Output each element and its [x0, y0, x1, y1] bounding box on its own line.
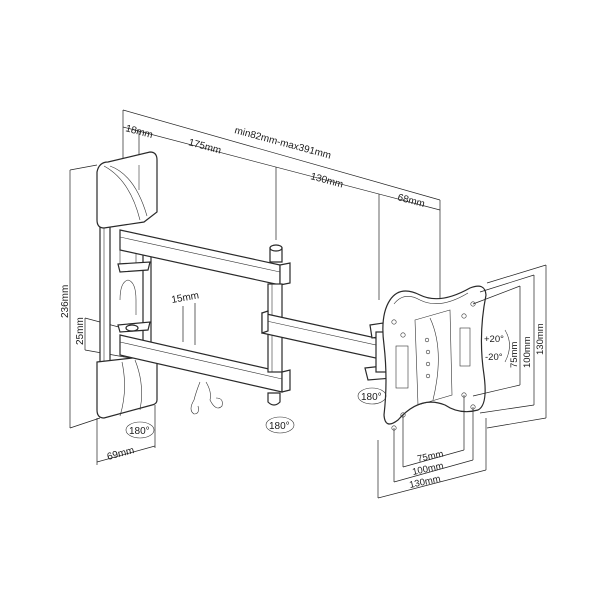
vesa-horizontal-dimensions	[377, 395, 487, 499]
vesa-plate	[382, 285, 487, 431]
tilt-arc-icon	[504, 329, 510, 363]
dim-wall-plate-height: 236mm	[60, 285, 71, 318]
dim-arm2-length: 130mm	[309, 171, 344, 190]
rotation-badge-head: 180°	[357, 387, 387, 405]
second-arm	[261, 310, 386, 361]
dim-wall-plate-width: 69mm	[106, 445, 136, 463]
bottom-left-dimension-lines	[96, 405, 156, 465]
rotation-elbow-label: 180°	[269, 421, 290, 432]
arm-thickness-callout	[182, 303, 196, 345]
dim-arm-thickness: 15mm	[171, 290, 200, 306]
dim-vesa-h-small: 75mm	[416, 449, 444, 465]
tilt-up-label: +20°	[484, 334, 504, 345]
dim-reach-range: min82mm-max391mm	[233, 125, 332, 161]
rotation-badge-wall: 180°	[125, 421, 155, 439]
lower-arm	[119, 334, 291, 406]
vesa-vertical-dimensions	[472, 264, 547, 429]
rotation-badge-elbow: 180°	[265, 416, 295, 434]
wall-plate	[96, 151, 158, 419]
rotate-arrow-icon	[357, 387, 387, 405]
dim-vesa-v-large: 130mm	[535, 323, 546, 355]
upper-arm	[119, 229, 291, 286]
tilt-down-label: -20°	[485, 352, 503, 363]
rotation-head-label: 180°	[361, 392, 382, 403]
dim-arm1-length: 175mm	[187, 137, 222, 156]
rotate-arrow-icon	[265, 416, 295, 434]
rotate-arrow-icon	[125, 421, 155, 439]
rotation-wall-label: 180°	[129, 426, 150, 437]
dim-vesa-v-mid: 100mm	[522, 336, 533, 368]
cable-hook	[190, 381, 223, 415]
dim-arm-offset: 25mm	[75, 317, 86, 345]
dim-vesa-v-small: 75mm	[509, 342, 520, 368]
